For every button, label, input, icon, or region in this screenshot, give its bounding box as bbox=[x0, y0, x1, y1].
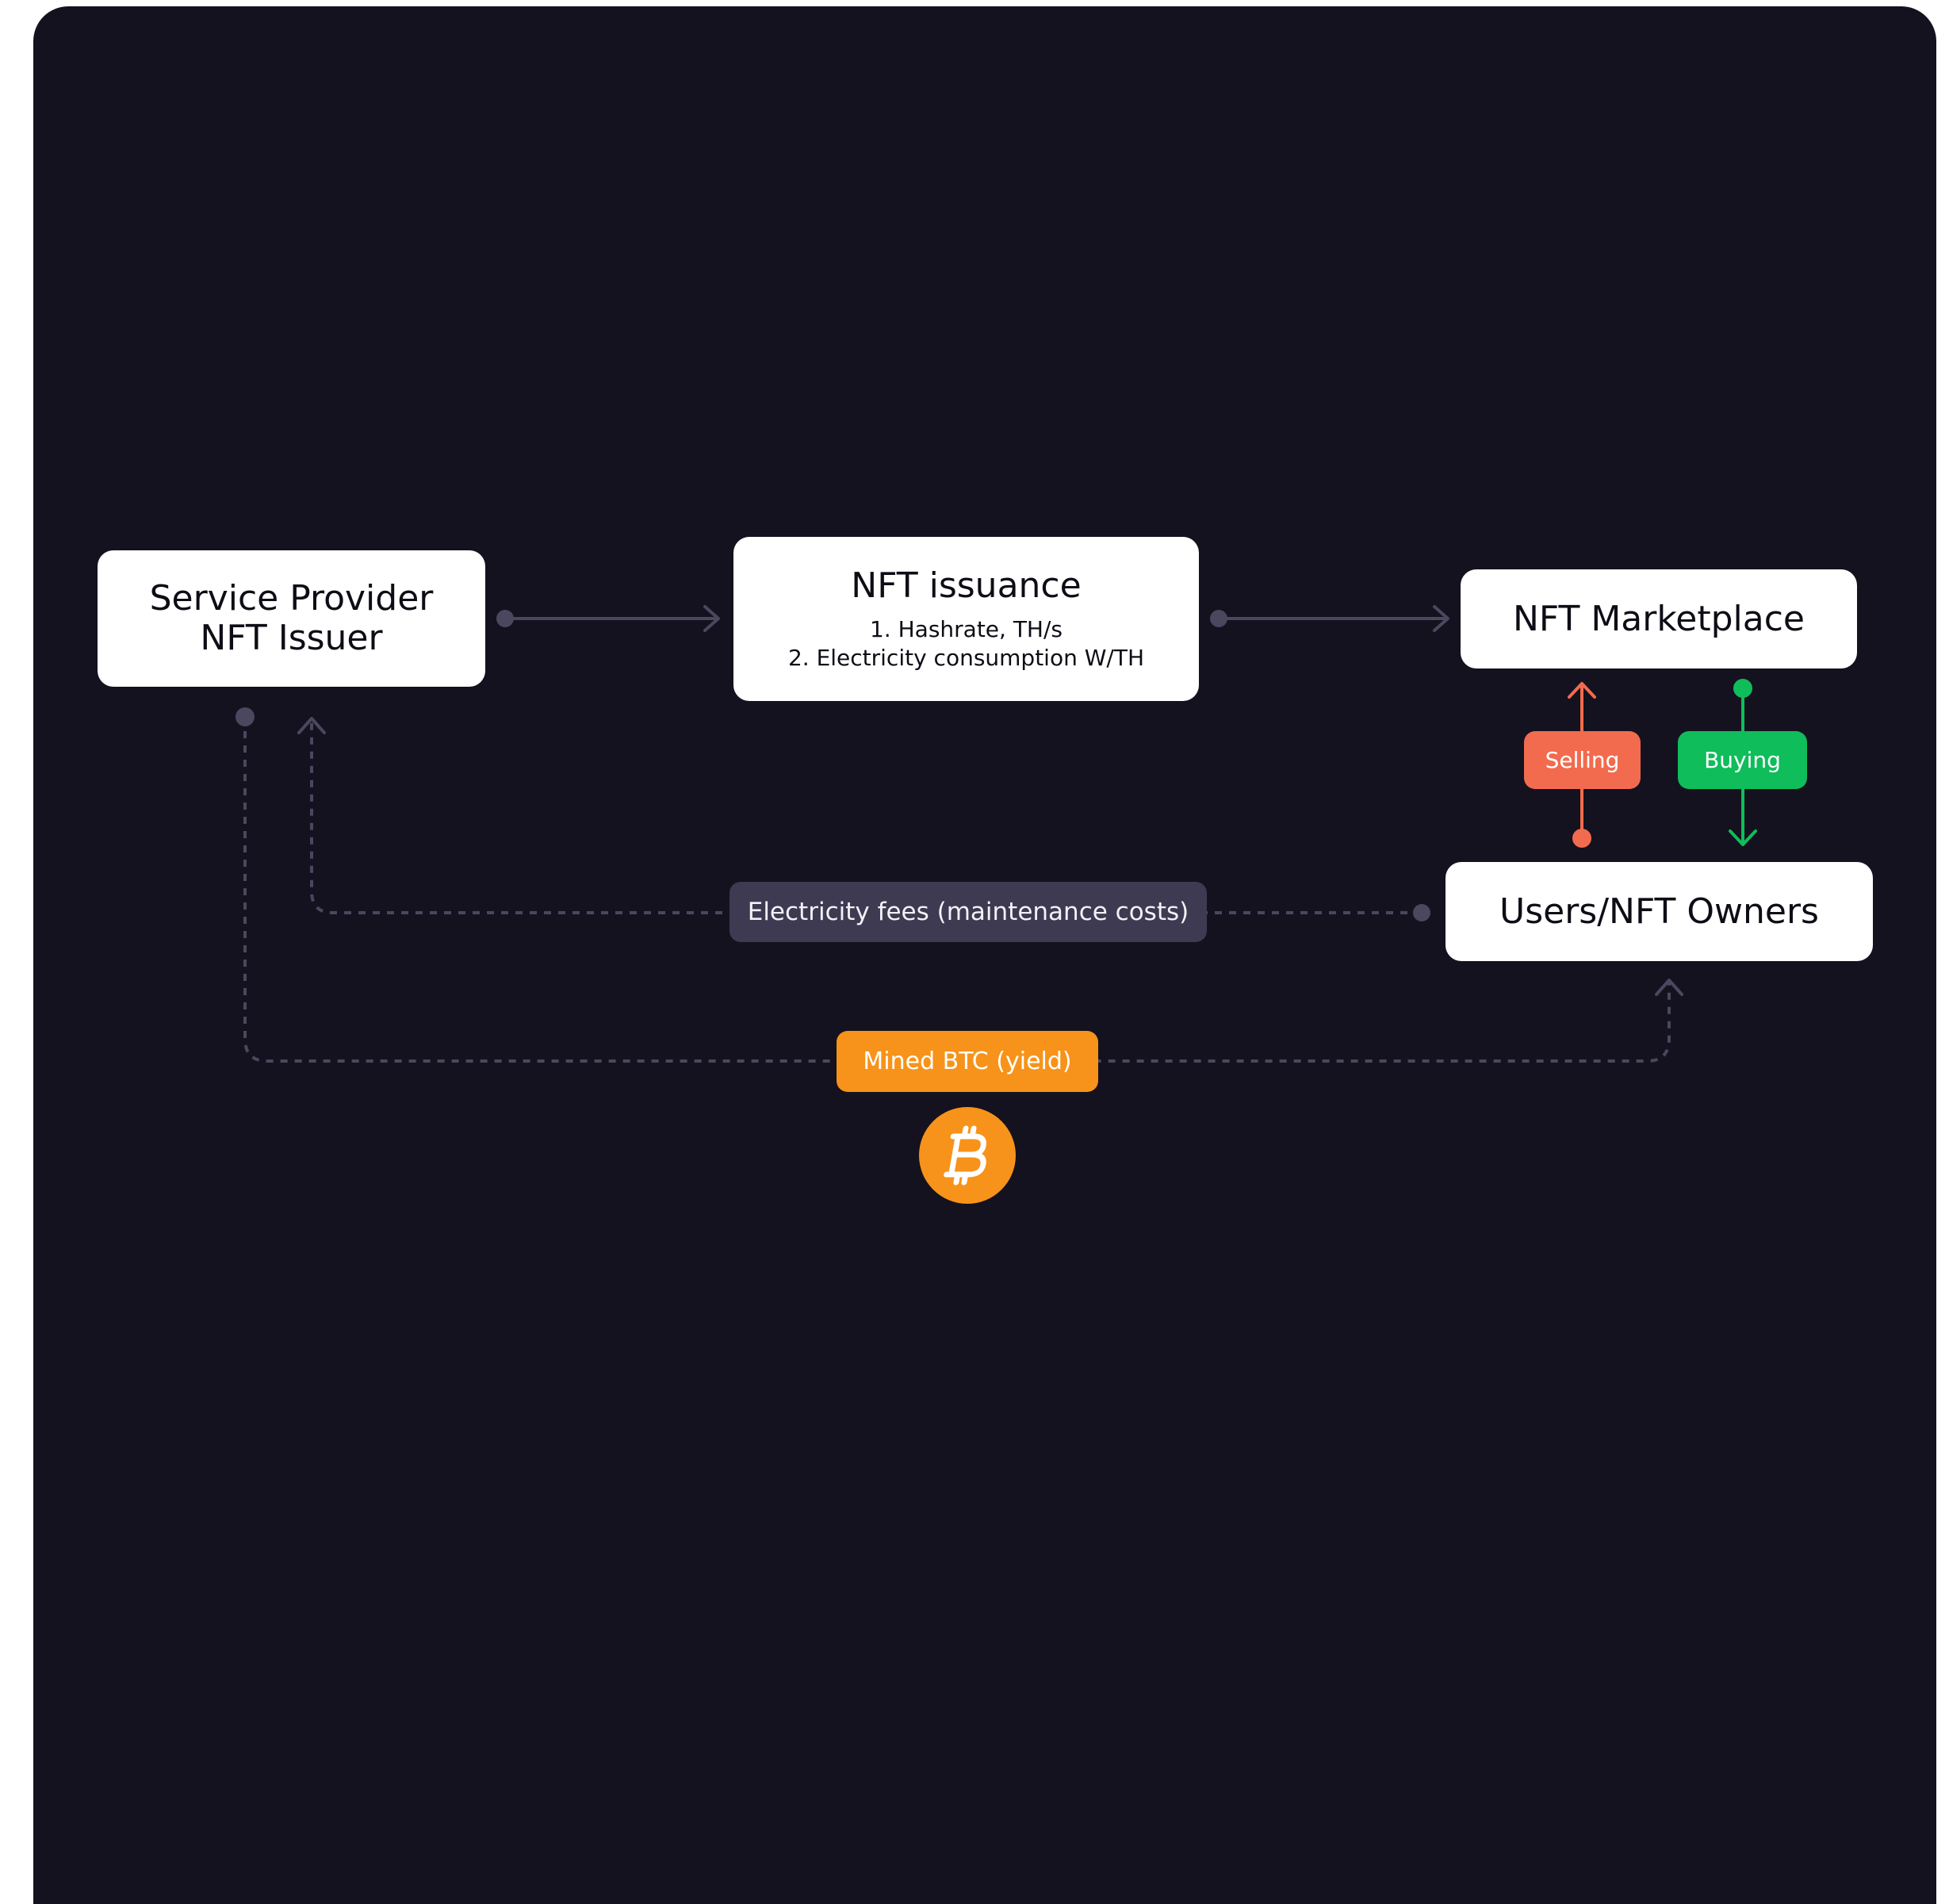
label-electricity-fees: Electricity fees (maintenance costs) bbox=[729, 882, 1207, 942]
provider-line-1: Service Provider bbox=[149, 578, 434, 619]
label-selling: Selling bbox=[1524, 731, 1641, 789]
marketplace-title: NFT Marketplace bbox=[1513, 598, 1805, 639]
bitcoin-icon bbox=[919, 1107, 1016, 1204]
provider-line-2: NFT Issuer bbox=[200, 618, 383, 658]
label-buying: Buying bbox=[1678, 731, 1807, 789]
owners-title: Users/NFT Owners bbox=[1499, 891, 1819, 932]
issuance-item-hashrate: 1. Hashrate, TH/s bbox=[869, 615, 1063, 642]
issuance-title: NFT issuance bbox=[851, 565, 1082, 606]
node-nft-marketplace: NFT Marketplace bbox=[1461, 569, 1857, 669]
bitcoin-glyph bbox=[944, 1125, 986, 1186]
node-users-nft-owners: Users/NFT Owners bbox=[1445, 862, 1873, 961]
node-nft-issuance: NFT issuance 1. Hashrate, TH/s 2. Electr… bbox=[733, 537, 1199, 701]
node-service-provider: Service Provider NFT Issuer bbox=[98, 550, 485, 687]
issuance-item-electricity: 2. Electricity consumption W/TH bbox=[787, 644, 1145, 671]
label-mined-btc: Mined BTC (yield) bbox=[837, 1031, 1098, 1092]
